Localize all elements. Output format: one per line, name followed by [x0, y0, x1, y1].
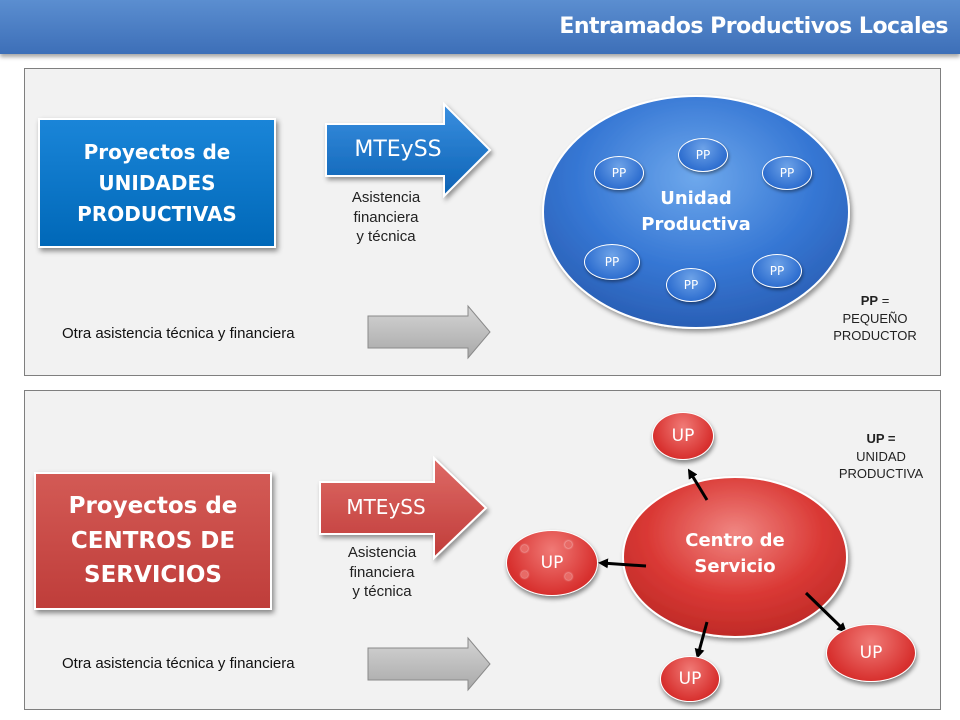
small-dot [565, 573, 572, 580]
legend-line: UNIDAD [856, 448, 906, 464]
connector-arrow-up [687, 468, 709, 501]
other-assist-label-bottom: Otra asistencia técnica y financiera [62, 655, 295, 672]
unidad-productiva-label: Unidad Productiva [610, 186, 782, 238]
unit-line: Unidad [660, 188, 732, 209]
up-bubble-top: UP [652, 412, 714, 460]
page-title: Entramados Productivos Locales [559, 14, 948, 39]
unit-line: Productiva [641, 214, 751, 236]
pp-bubble: PP [594, 156, 644, 190]
up-label: UP [540, 553, 564, 573]
assist-line: y técnica [352, 583, 412, 600]
project-unidades-productivas-box: Proyectos de UNIDADES PRODUCTIVAS [38, 118, 276, 248]
assist-line: y técnica [356, 228, 416, 245]
centro-de-servicio-ellipse [622, 476, 848, 638]
pp-bubble: PP [762, 156, 812, 190]
title-bar: Entramados Productivos Locales [0, 0, 960, 54]
pp-bubble: PP [666, 268, 716, 302]
mteyss-arrow-bottom [319, 455, 488, 561]
project-line-2: CENTROS DE [70, 527, 236, 554]
legend-line: PRODUCTOR [833, 328, 917, 344]
up-legend: UP = UNIDAD PRODUCTIVA [820, 430, 942, 483]
project-centros-de-servicios-box: Proyectos de CENTROS DE SERVICIOS [34, 472, 272, 610]
connector-arrow-down [694, 621, 709, 659]
up-bubble-right: UP [826, 624, 916, 682]
assist-text-bottom: Asistencia financiera y técnica [332, 543, 432, 602]
pp-bubble: PP [584, 244, 640, 280]
mteyss-label-top: MTEySS [354, 137, 442, 162]
assist-line: financiera [349, 563, 415, 581]
small-dot [565, 541, 572, 548]
project-line-2: UNIDADES [98, 170, 216, 195]
up-bubble-bottom: UP [660, 656, 720, 702]
pp-bubble: PP [678, 138, 728, 172]
up-bubble-left: UP [506, 530, 598, 596]
assist-line: Asistencia [351, 189, 421, 206]
center-line: Centro de [685, 530, 785, 551]
other-assist-arrow-top [367, 304, 491, 360]
small-dot [521, 571, 528, 578]
legend-line: PRODUCTIVA [838, 466, 924, 482]
pp-bubble: PP [752, 254, 802, 288]
legend-title: UP = [866, 431, 896, 446]
project-line-3: SERVICIOS [84, 562, 222, 589]
other-assist-arrow-bottom [367, 636, 491, 692]
pp-legend: PP = PEQUEÑO PRODUCTOR [812, 292, 938, 345]
project-line-3: PRODUCTIVAS [77, 201, 237, 226]
legend-abbr: PP [860, 293, 879, 308]
legend-equals: = [881, 293, 890, 308]
legend-line: PEQUEÑO [842, 310, 908, 326]
assist-line: Asistencia [347, 544, 417, 561]
project-line-1: Proyectos de [83, 139, 231, 164]
mteyss-label-bottom: MTEySS [346, 495, 426, 519]
project-line-1: Proyectos de [68, 493, 238, 520]
connector-arrow-down-right [804, 591, 847, 633]
centro-de-servicio-label: Centro de Servicio [660, 528, 810, 580]
center-line: Servicio [694, 556, 776, 578]
connector-arrow-left [598, 558, 647, 569]
mteyss-arrow-top [325, 101, 492, 199]
assist-line: financiera [353, 208, 419, 226]
assist-text-top: Asistencia financiera y técnica [336, 188, 436, 247]
small-dot [521, 545, 528, 552]
other-assist-label-top: Otra asistencia técnica y financiera [62, 325, 295, 342]
